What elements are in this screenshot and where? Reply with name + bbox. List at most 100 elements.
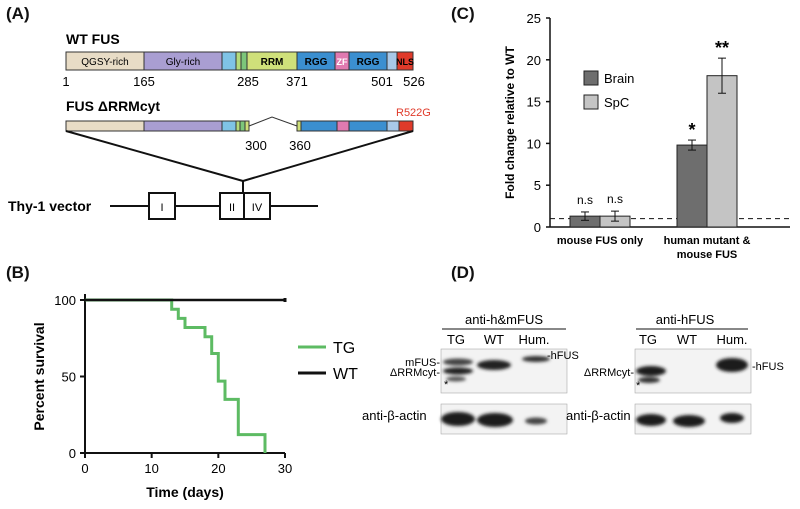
mut-domain-rgg-1 [300, 120, 338, 132]
panel-label-a: (A) [6, 4, 30, 23]
chart-b-x-tick-label: 0 [81, 461, 88, 476]
domain-label-zf: ZF [337, 57, 348, 67]
chart-b-x-axis-label: Time (days) [146, 484, 224, 500]
chart-c-legend-label-spc: SpC [604, 95, 629, 110]
right-actin-tg [636, 414, 666, 426]
left-band-label-hfus: -hFUS [547, 350, 579, 362]
panel-d-blots: anti-h&mFUS TG WT Hum. mFUS- ΔRRMcyt- * … [362, 312, 784, 435]
position-526: 526 [403, 74, 425, 89]
position-285: 285 [237, 74, 259, 89]
right-actin-label: anti-β-actin [566, 408, 631, 423]
right-blot-bands [636, 358, 748, 383]
wt-fus-domain-bar [65, 51, 414, 71]
chart-c-bar-brain [676, 144, 708, 228]
panel-a-diagram: WT FUS QGSY-rich Gly-rich RRM RGG ZF RGG… [8, 31, 431, 220]
left-actin-label: anti-β-actin [362, 408, 427, 423]
chart-c-y-axis-label: Fold change relative to WT [503, 45, 517, 198]
vector-label: Thy-1 vector [8, 198, 92, 214]
left-lane-tg: TG [447, 332, 465, 347]
chart-c-y-tick-label: 25 [527, 11, 541, 26]
right-antibody-label: anti-hFUS [656, 312, 715, 327]
mut-domain-small-3 [239, 120, 246, 132]
chart-b-legend-label-wt: WT [333, 366, 358, 383]
domain-small-1 [221, 51, 237, 71]
right-band-hum-hfus [716, 358, 748, 372]
exon-2-label: II [229, 202, 235, 214]
panel-label-d: (D) [451, 263, 475, 282]
chart-c-y-tick-label: 15 [527, 95, 541, 110]
left-band-label-mfus: mFUS- [405, 357, 440, 369]
right-lane-hum: Hum. [716, 332, 747, 347]
exon-1-box [148, 192, 176, 220]
right-actin-hum [720, 413, 744, 423]
exon-4-box [243, 192, 271, 220]
right-actin-bands [636, 413, 744, 427]
panel-label-b: (B) [6, 263, 30, 282]
domain-small-2 [235, 51, 242, 71]
domain-label-rgg-2: RGG [357, 57, 380, 68]
wt-fus-title: WT FUS [66, 31, 120, 47]
domain-label-nls: NLS [396, 57, 414, 67]
chart-b-legend-label-tg: TG [333, 340, 355, 357]
chart-b-series-tg [85, 298, 267, 453]
position-165: 165 [133, 74, 155, 89]
right-lane-wt: WT [677, 332, 697, 347]
left-band-tg-mfus [443, 358, 473, 366]
exon-2-box [219, 192, 245, 220]
left-band-tg-drrm [443, 367, 473, 375]
chart-c-category-label: human mutant & [664, 235, 751, 247]
domain-small-3 [240, 51, 248, 71]
left-actin-bands [441, 412, 547, 427]
left-lane-wt: WT [484, 332, 504, 347]
chart-c-category-label: mouse FUS only [557, 235, 644, 247]
domain-label-rgg-1: RGG [305, 57, 328, 68]
chart-b-y-tick-label: 100 [54, 293, 76, 308]
chart-c-y-tick-label: 5 [534, 178, 541, 193]
left-band-wt-mfus [477, 360, 511, 370]
deletion-end: 360 [289, 138, 311, 153]
left-actin-hum [525, 417, 547, 425]
chart-c-significance-label: n.s [577, 193, 593, 207]
exon-4-label: IV [252, 202, 263, 214]
chart-c-legend-swatch-brain [583, 70, 599, 86]
chart-b-wt-end-marker [283, 298, 287, 302]
left-lane-hum: Hum. [518, 332, 549, 347]
right-actin-wt [673, 415, 705, 427]
left-antibody-label: anti-h&mFUS [465, 312, 543, 327]
mut-domain-light [386, 120, 400, 132]
domain-label-gly: Gly-rich [166, 57, 200, 68]
deletion-bracket [248, 116, 298, 127]
mut-domain-qgsy [65, 120, 145, 132]
chart-c-significance-label: * [688, 120, 695, 140]
chart-c-y-tick-label: 10 [527, 136, 541, 151]
mut-domain-rrm-remnant-2 [296, 120, 302, 132]
left-actin-tg [441, 412, 475, 426]
domain-label-qgsy: QGSY-rich [81, 57, 128, 68]
chart-c-y-tick-label: 0 [534, 220, 541, 235]
chart-b-y-tick-label: 50 [62, 370, 76, 385]
domain-nls [396, 51, 414, 71]
left-band-star: * [444, 379, 449, 391]
chart-c-significance-label: ** [715, 38, 729, 58]
position-1: 1 [62, 74, 69, 89]
chart-b-x-tick-label: 10 [144, 461, 158, 476]
exon-1-label: I [160, 202, 163, 214]
left-band-hum-hfus [522, 356, 550, 362]
mut-domain-small-1 [221, 120, 237, 132]
mut-domain-nls [398, 120, 414, 132]
mutant-domain-bar [65, 120, 414, 132]
mut-domain-gly [143, 120, 223, 132]
mut-domain-rgg-2 [348, 120, 388, 132]
position-501: 501 [371, 74, 393, 89]
left-blot-bands [443, 356, 550, 382]
right-band-tg-star [638, 377, 660, 383]
right-band-tg-drrm [636, 366, 666, 376]
mutation-label: R522G [396, 107, 431, 119]
left-band-label-drrm: ΔRRMcyt- [390, 367, 440, 379]
mut-domain-zf [336, 120, 350, 132]
domain-label-rrm: RRM [261, 57, 284, 68]
chart-c-legend-swatch-spc [583, 94, 599, 110]
